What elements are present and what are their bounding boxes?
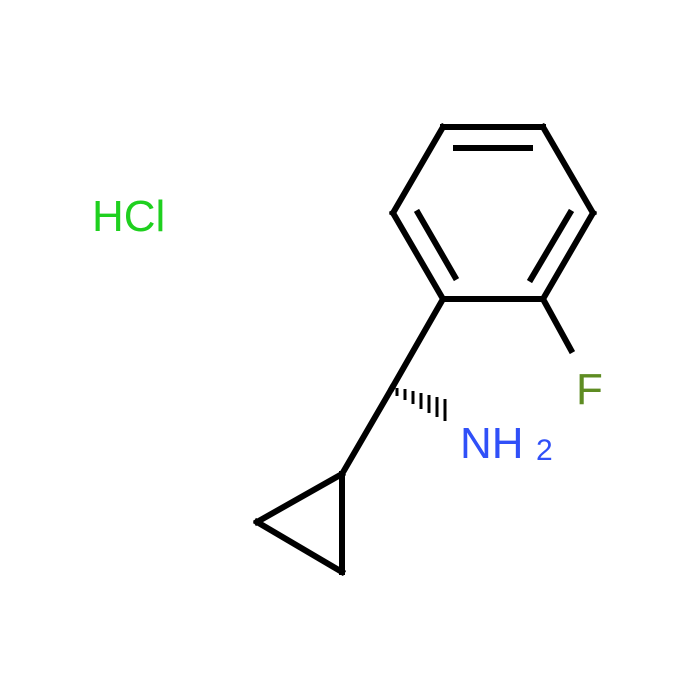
amine-label: NH	[460, 419, 524, 468]
hashed-wedge-bond	[395, 388, 447, 421]
amine-subscript: 2	[536, 434, 553, 467]
bond-aryl-fluorine	[538, 294, 576, 355]
ring-bond-top-right	[538, 122, 598, 218]
hcl-label: HCl	[92, 192, 165, 241]
ring-bond-bottom-left	[388, 208, 448, 304]
ring-double-bond-left	[413, 208, 460, 282]
fluorine-label: F	[576, 365, 603, 414]
cyclopropane-bond-1	[252, 469, 347, 527]
bond-stereocenter-cyclopropyl	[337, 383, 397, 479]
ring-bond-top-left	[388, 122, 448, 218]
bonds	[252, 122, 598, 577]
ring-double-bond-right	[526, 208, 575, 284]
ring-bond-bottom-right	[538, 208, 598, 304]
bond-aryl-stereocenter	[387, 294, 448, 393]
cyclopropane-bond-2	[252, 517, 347, 577]
